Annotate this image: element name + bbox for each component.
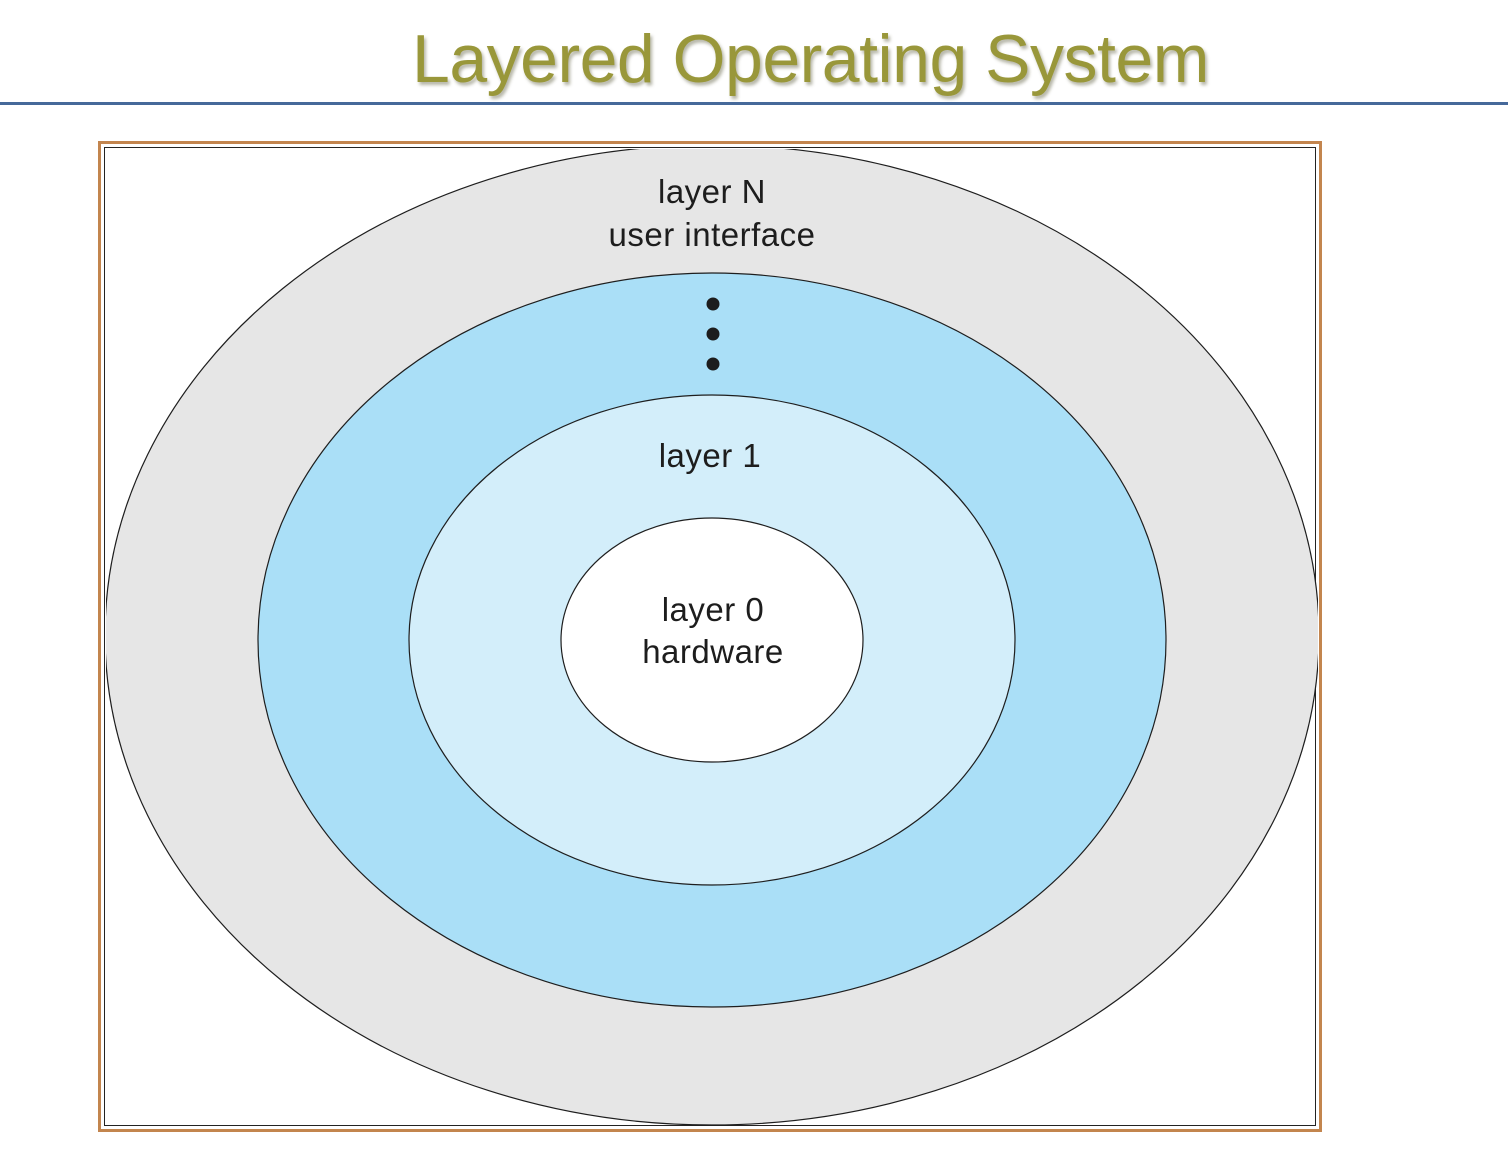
layer-0-description: hardware (642, 633, 784, 670)
layer-0-label: layer 0 (662, 591, 765, 628)
title-divider (0, 102, 1508, 105)
slide-title: Layered Operating System (412, 21, 1209, 97)
layer-1-label: layer 1 (659, 437, 762, 474)
ellipsis-dots (706, 297, 720, 371)
layer-n-description: user interface (609, 216, 816, 253)
ellipsis-dot (706, 357, 720, 371)
ellipsis-dot (706, 297, 720, 311)
layer-n-label: layer N (658, 173, 766, 210)
layer-0-core (560, 517, 864, 763)
ellipsis-dot (706, 327, 720, 341)
